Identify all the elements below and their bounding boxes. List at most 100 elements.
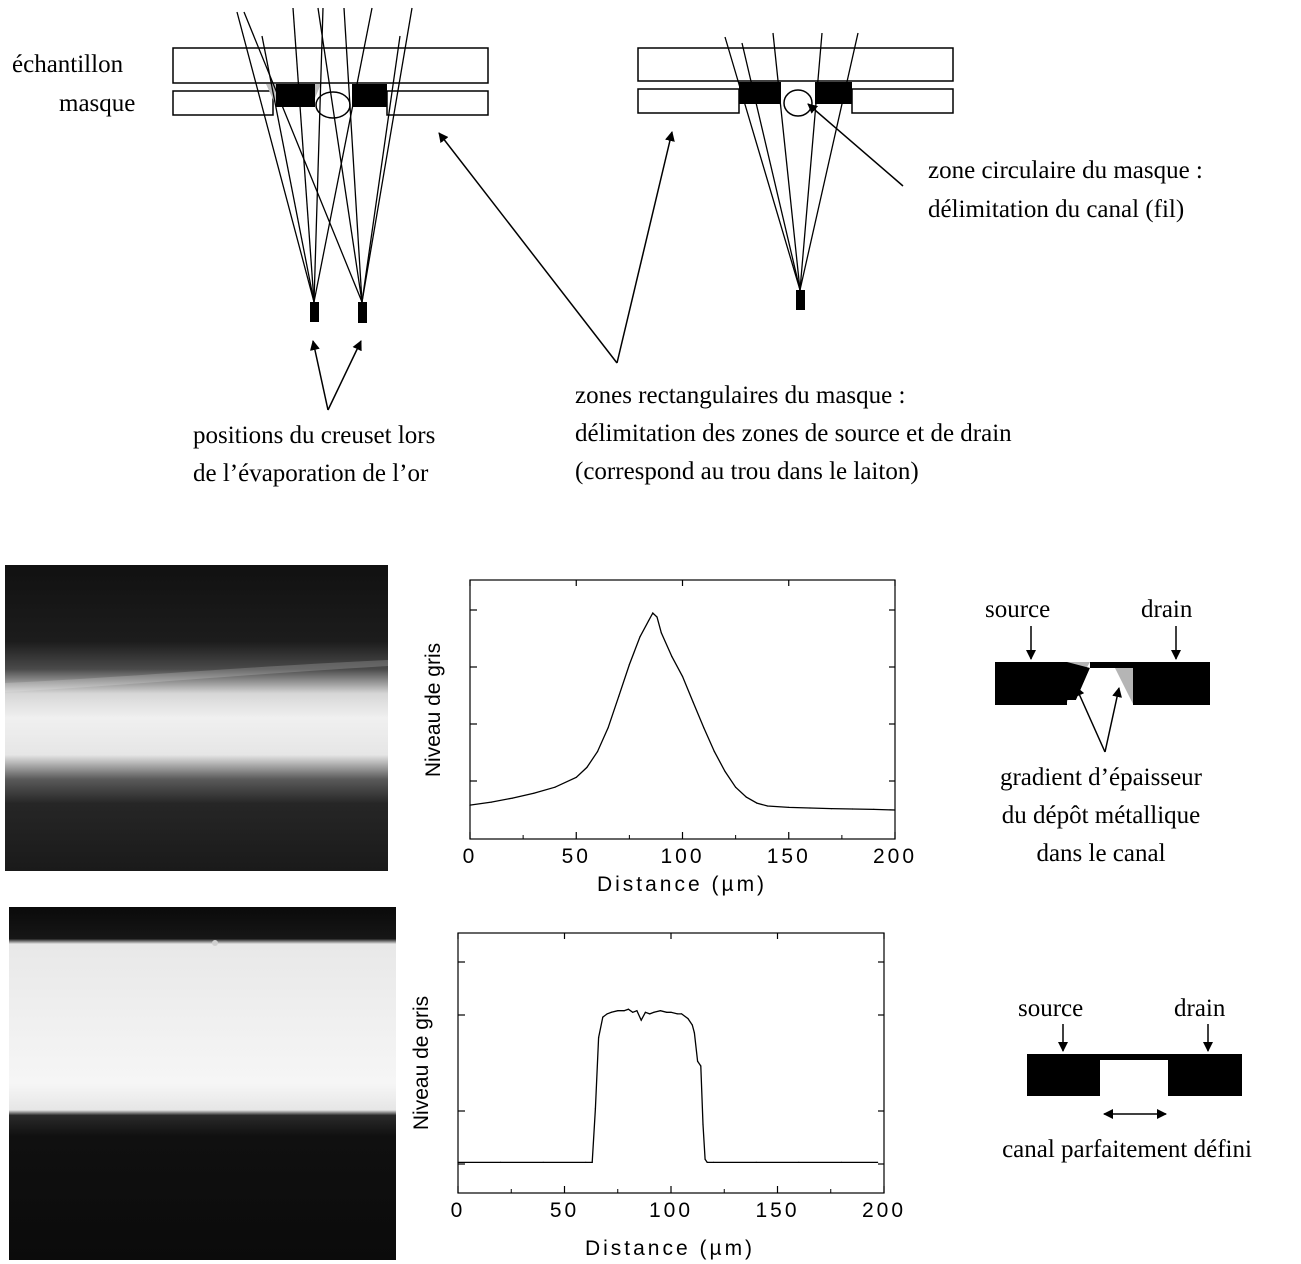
x-tick-label: 200 bbox=[862, 1199, 906, 1222]
data-point bbox=[681, 675, 684, 678]
mask-left-bar bbox=[172, 90, 274, 116]
data-point bbox=[656, 616, 658, 618]
data-point bbox=[766, 805, 769, 807]
label-crucible-2: de l’évaporation de l’or bbox=[193, 460, 429, 487]
data-point bbox=[628, 663, 631, 666]
data-point bbox=[687, 1018, 689, 1020]
shadow-zone bbox=[266, 84, 276, 106]
data-point bbox=[873, 808, 875, 811]
mask-right-bar bbox=[386, 90, 489, 116]
label-circular-zone: zone circulaire du masque : bbox=[928, 157, 1203, 184]
data-point bbox=[798, 1161, 800, 1163]
data-point bbox=[511, 797, 514, 799]
data-point bbox=[596, 751, 599, 753]
label-sample: échantillon bbox=[12, 51, 124, 78]
data-point bbox=[745, 796, 747, 798]
data-point bbox=[586, 766, 588, 769]
data-point bbox=[735, 786, 737, 788]
mask-left-bar bbox=[637, 88, 740, 114]
data-point bbox=[666, 1011, 668, 1013]
data-point bbox=[724, 770, 726, 773]
data-point bbox=[809, 807, 811, 809]
data-point bbox=[469, 804, 471, 806]
data-point bbox=[851, 808, 854, 810]
label-gradient-1: gradient d’épaisseur bbox=[1000, 764, 1203, 791]
label-drain: drain bbox=[1174, 995, 1226, 1022]
data-point bbox=[554, 786, 556, 788]
data-point bbox=[894, 809, 896, 811]
data-point bbox=[639, 636, 641, 638]
x-tick-label: 150 bbox=[755, 1199, 799, 1222]
x-tick-label: 0 bbox=[463, 845, 478, 868]
data-point bbox=[585, 1161, 587, 1163]
data-point bbox=[788, 806, 790, 809]
data-point bbox=[644, 1011, 647, 1013]
micrograph-1 bbox=[5, 565, 388, 871]
label-channel: canal parfaitement défini bbox=[1002, 1136, 1252, 1163]
x-tick-label: 0 bbox=[451, 1199, 466, 1222]
data-point bbox=[671, 656, 673, 658]
data-point bbox=[533, 792, 535, 794]
data-point bbox=[703, 727, 705, 729]
label-rect-zones-3: (correspond au trou dans le laiton) bbox=[575, 458, 919, 485]
data-point bbox=[607, 727, 609, 729]
label-gradient-3: dans le canal bbox=[1036, 840, 1165, 867]
data-point bbox=[618, 695, 620, 697]
data-point bbox=[457, 1161, 459, 1163]
data-point bbox=[659, 1010, 662, 1012]
label-gradient-2: du dépôt métallique bbox=[1002, 802, 1201, 829]
mask-right-bar bbox=[851, 88, 954, 114]
gold-deposit-right bbox=[352, 84, 387, 107]
evaporation-schematic: échantillon masque bbox=[12, 7, 1203, 487]
series-line bbox=[469, 611, 896, 811]
mask-circle bbox=[783, 89, 813, 117]
data-point bbox=[652, 612, 654, 614]
data-point bbox=[702, 1123, 704, 1126]
data-point bbox=[840, 1161, 843, 1163]
label-rect-zones: zones rectangulaires du masque : bbox=[575, 382, 905, 409]
data-point bbox=[500, 1161, 502, 1163]
data-point bbox=[606, 1013, 608, 1015]
data-point bbox=[670, 1011, 672, 1013]
x-tick-label: 50 bbox=[550, 1199, 579, 1222]
data-point bbox=[647, 620, 650, 622]
evaporation-rays bbox=[724, 32, 859, 291]
data-point bbox=[594, 1108, 597, 1110]
y-axis-label: Niveau de gris bbox=[410, 996, 433, 1130]
source-electrode bbox=[1027, 1054, 1100, 1096]
cross-section-defined: source drain canal parfaitement défini bbox=[1002, 995, 1252, 1163]
data-point bbox=[636, 1010, 638, 1012]
data-point bbox=[700, 1065, 702, 1067]
crucible bbox=[796, 290, 805, 310]
plot-frame bbox=[457, 932, 885, 1194]
data-point bbox=[617, 1010, 619, 1012]
sample-plate bbox=[637, 47, 954, 82]
data-point bbox=[704, 1158, 706, 1160]
label-source: source bbox=[1018, 995, 1083, 1022]
label-source: source bbox=[985, 596, 1050, 623]
data-point bbox=[706, 1161, 708, 1163]
micrograph-image-gradient bbox=[5, 565, 388, 871]
x-tick-label: 150 bbox=[767, 845, 811, 868]
label-rect-zones-2: délimitation des zones de source et de d… bbox=[575, 420, 1012, 447]
micrograph-image-defined bbox=[9, 907, 396, 1260]
data-point bbox=[490, 801, 492, 803]
data-point bbox=[691, 1024, 693, 1026]
data-point bbox=[623, 1010, 625, 1012]
data-point bbox=[755, 1161, 757, 1163]
data-point bbox=[697, 1060, 699, 1062]
data-point bbox=[610, 1011, 613, 1013]
x-axis-label: Distance (µm) bbox=[585, 1237, 755, 1260]
data-point bbox=[756, 802, 758, 804]
gold-deposit-left bbox=[276, 84, 315, 107]
series-line bbox=[458, 1008, 878, 1164]
data-point bbox=[676, 1013, 679, 1015]
source-electrode bbox=[995, 662, 1067, 705]
gold-deposit-left bbox=[739, 82, 781, 104]
sample-plate bbox=[172, 47, 489, 84]
label-circular-zone-2: délimitation du canal (fil) bbox=[928, 196, 1184, 223]
data-point bbox=[602, 1016, 604, 1018]
evaporation-rays bbox=[236, 7, 413, 303]
